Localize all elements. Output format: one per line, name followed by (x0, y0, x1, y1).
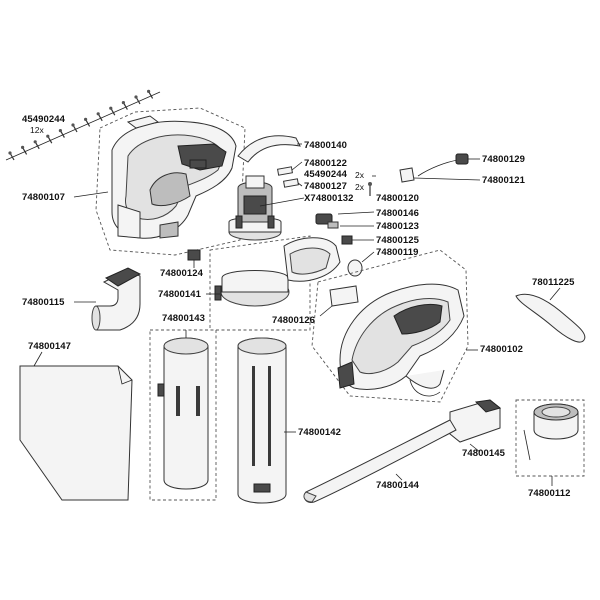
impeller-assembly (515, 399, 585, 486)
quantity-label: 12x (30, 125, 44, 135)
screw-icon (33, 140, 40, 150)
part-number-label: 74800107 (22, 192, 66, 203)
screw-icon (147, 89, 154, 99)
part-number-label: 74800119 (376, 247, 419, 258)
part-number-label: 74800123 (376, 221, 420, 232)
part-number-label: X74800132 (304, 193, 354, 204)
housing-half-left (73, 107, 246, 256)
part-number-label: 74800129 (482, 154, 526, 165)
part-number-label: 74800122 (304, 158, 348, 169)
screw-icon (58, 129, 65, 138)
part-number-label: 45490244 (22, 114, 66, 125)
screw-icon (71, 123, 78, 133)
adapter-74800145 (449, 399, 502, 453)
elbow-adapter (74, 267, 142, 331)
part-number-label: 45490244 (304, 169, 348, 180)
small-connector-parts (341, 235, 375, 277)
screw-icon (134, 95, 141, 105)
housing-half-right (311, 249, 478, 403)
fan-housing (206, 235, 341, 331)
switch-parts (315, 211, 375, 229)
screw-74800120 (368, 182, 372, 196)
screw-icon (96, 112, 103, 122)
part-number-label: 74800125 (376, 235, 420, 246)
part-number-label: 74800147 (28, 341, 72, 352)
part-number-label: 78011225 (532, 277, 575, 288)
part-number-label: 74800120 (376, 193, 420, 204)
screw-icon (121, 101, 128, 110)
part-number-label: 74800102 (480, 344, 524, 355)
brush-clip-parts (277, 161, 303, 188)
screw-icon (8, 151, 15, 161)
power-cord (399, 153, 481, 183)
part-number-label: 74800121 (482, 175, 526, 186)
quantity-label: 2x (355, 170, 364, 180)
upper-tube-curved (237, 135, 302, 163)
screw-icon (109, 106, 116, 116)
screw-icon (46, 134, 53, 144)
part-number-label: 74800145 (462, 448, 506, 459)
part-number-label: 74800127 (304, 181, 348, 192)
part-number-label: 74800144 (376, 480, 420, 491)
part-number-label: 74800143 (162, 313, 206, 324)
shoulder-strap (515, 287, 586, 343)
part-number-label: 74800141 (158, 289, 202, 300)
motor-assembly (228, 175, 305, 241)
screw-icon (21, 145, 28, 155)
plate-74800126 (319, 285, 359, 317)
part-number-label: 74800112 (528, 488, 571, 499)
part-number-label: 74800124 (160, 268, 204, 279)
blower-tube-main (237, 337, 296, 504)
part-number-label: 74800140 (304, 140, 348, 151)
blower-nozzle (303, 419, 457, 503)
screw-set-12x (5, 89, 161, 161)
part-number-label: 74800146 (376, 208, 420, 219)
clip-74800124 (187, 249, 201, 268)
quantity-label: 2x (355, 182, 364, 192)
part-number-label: 74800115 (22, 297, 65, 308)
vacuum-tube-lower (149, 329, 217, 501)
screw-icon (84, 117, 91, 127)
part-number-label: 74800126 (272, 315, 316, 326)
part-number-label: 74800142 (298, 427, 342, 438)
collection-bag (19, 351, 133, 501)
